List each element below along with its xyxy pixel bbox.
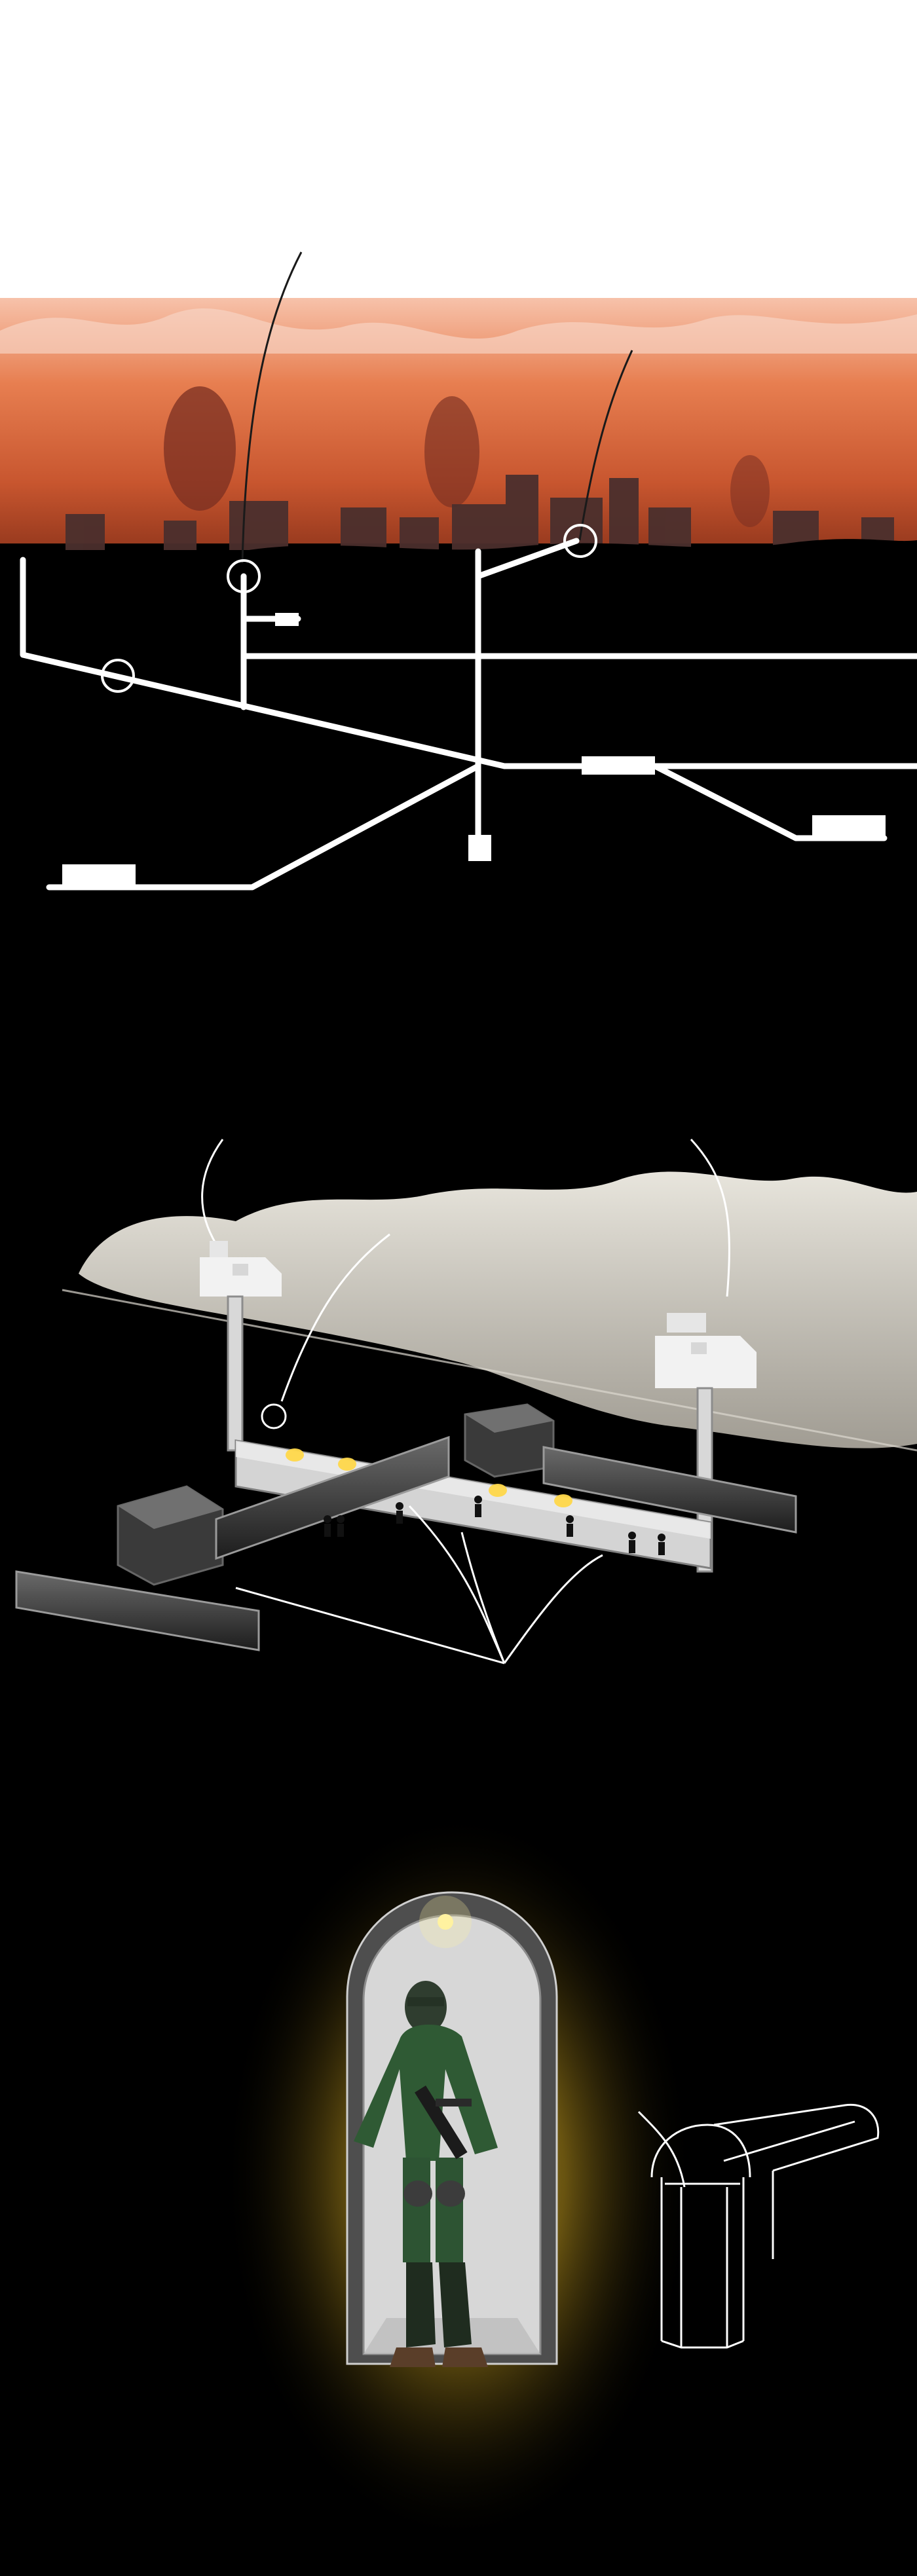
plume-left — [164, 386, 236, 511]
soldier-figure-icon — [354, 1981, 498, 2367]
house-right — [655, 1313, 757, 1388]
rocket-trajectory-right — [578, 350, 633, 541]
rocket-trajectory-left — [241, 251, 303, 564]
label-box-3 — [812, 815, 886, 839]
top-city-scene — [0, 251, 917, 917]
arrow-right — [690, 1138, 730, 1297]
soldier-silhouettes — [324, 1496, 665, 1555]
focus-circle — [261, 1403, 287, 1429]
surface-line — [62, 1289, 917, 1452]
label-box-2 — [582, 756, 655, 775]
arrow-left — [201, 1139, 224, 1245]
chamber-right — [464, 1403, 555, 1478]
label-box-5 — [468, 835, 491, 861]
tunnel-lights — [286, 1448, 572, 1507]
annotation-lines — [235, 1505, 603, 1665]
smoke-top — [0, 308, 917, 354]
house-left — [200, 1241, 282, 1297]
shaft-left — [227, 1295, 244, 1452]
label-box-1 — [275, 613, 299, 626]
tunnel-segment-diagram — [637, 2103, 880, 2349]
ceiling-lamp — [438, 1914, 453, 1930]
plume-right — [730, 455, 770, 527]
bottom-soldier-scene — [223, 1811, 880, 2544]
chamber-left — [117, 1485, 224, 1586]
tunnel-network — [20, 538, 917, 891]
ground-surface — [0, 539, 917, 917]
plume-center — [424, 396, 479, 507]
middle-tunnel-scene — [15, 1138, 917, 1665]
tunnel-segment-icon — [15, 1435, 797, 1651]
arrow-center — [280, 1233, 390, 1402]
launch-site-circle-2 — [563, 524, 597, 558]
label-box-4 — [62, 864, 136, 888]
